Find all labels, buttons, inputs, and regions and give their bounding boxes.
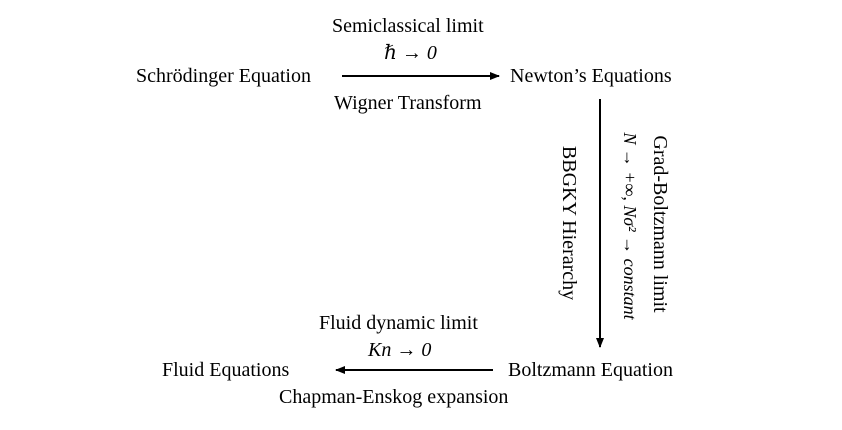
label-n-to-infinity: N → +∞, Nσ² → constant	[620, 132, 640, 320]
label-wigner-transform: Wigner Transform	[334, 92, 482, 114]
label-bbgky-hierarchy: BBGKY Hierarchy	[558, 145, 580, 301]
label-semiclassical-limit: Semiclassical limit	[332, 15, 484, 37]
label-fluid-dynamic-limit: Fluid dynamic limit	[319, 312, 478, 334]
label-kn-to-zero: Kn → 0	[368, 339, 432, 361]
label-grad-boltzmann-limit: Grad-Boltzmann limit	[649, 135, 671, 313]
node-newtons-equations: Newton’s Equations	[510, 65, 672, 87]
node-fluid-equations: Fluid Equations	[162, 359, 290, 381]
label-chapman-enskog-expansion: Chapman-Enskog expansion	[279, 386, 509, 408]
label-hbar-to-zero: ℏ → 0	[384, 42, 437, 64]
node-schrodinger-equation: Schrödinger Equation	[136, 65, 311, 87]
node-boltzmann-equation: Boltzmann Equation	[508, 359, 673, 381]
